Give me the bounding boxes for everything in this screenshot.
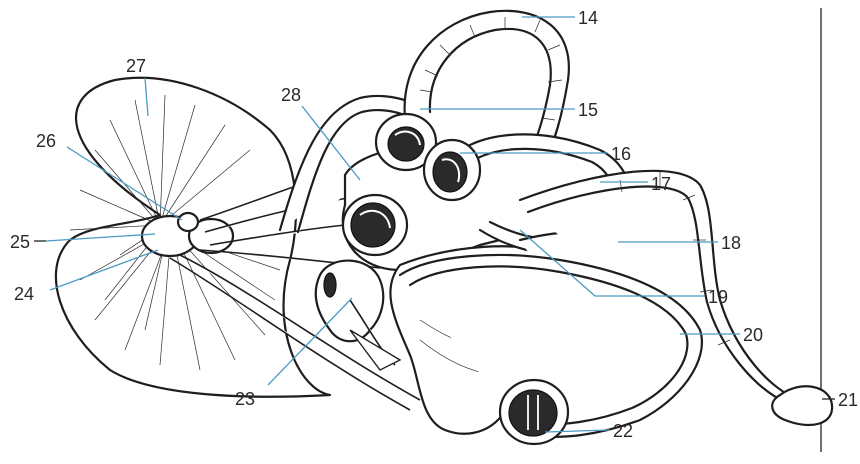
label-19: 19 <box>708 287 728 307</box>
label-26: 26 <box>36 131 56 151</box>
label-18: 18 <box>721 233 741 253</box>
label-28: 28 <box>281 85 301 105</box>
label-21: 21 <box>838 390 858 410</box>
label-17: 17 <box>651 174 671 194</box>
structure-23 <box>316 261 400 370</box>
label-15: 15 <box>578 100 598 120</box>
label-14: 14 <box>578 8 598 28</box>
label-16: 16 <box>611 144 631 164</box>
label-20: 20 <box>743 325 763 345</box>
label-27: 27 <box>126 56 146 76</box>
label-24: 24 <box>14 284 34 304</box>
label-23: 23 <box>235 389 255 409</box>
label-25: 25 <box>10 232 30 252</box>
label-22: 22 <box>613 421 633 441</box>
